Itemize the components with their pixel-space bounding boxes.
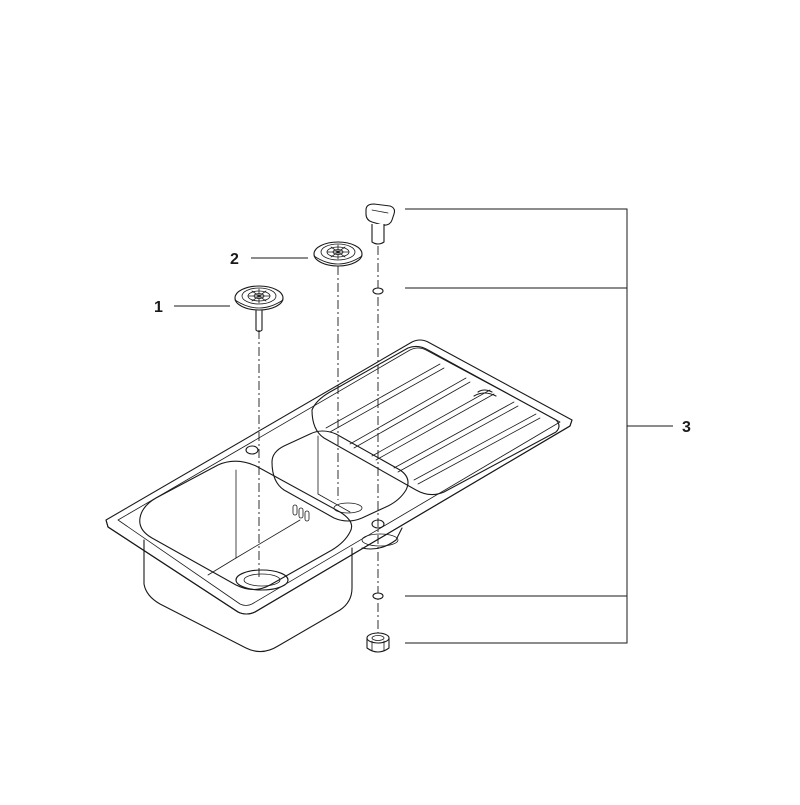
leader-lines bbox=[174, 208, 673, 644]
strainer-waste-1 bbox=[234, 285, 284, 578]
sink-body bbox=[105, 339, 573, 653]
callout-label-3: 3 bbox=[682, 419, 691, 436]
callout-label-1: 1 bbox=[154, 299, 163, 316]
overflow-slot bbox=[292, 504, 310, 522]
strainer-waste-2 bbox=[313, 241, 363, 500]
operating-button-assembly-3 bbox=[365, 203, 396, 653]
callout-label-2: 2 bbox=[230, 251, 239, 268]
large-bowl-drain bbox=[235, 569, 289, 591]
drainer-board bbox=[311, 345, 560, 496]
tap-hole-left bbox=[245, 445, 259, 455]
